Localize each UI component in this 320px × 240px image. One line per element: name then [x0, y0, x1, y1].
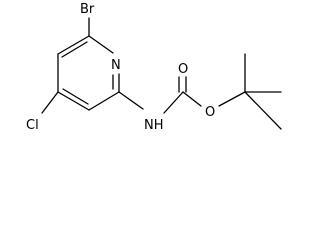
bond-c6-c5-inner [61, 41, 88, 58]
bond-c4-c3-inner [62, 88, 89, 105]
ring-nitrogen-label: N [111, 58, 121, 73]
pyridine-ring [57, 35, 120, 111]
structure-diagram: Br N Cl NH O O [26, 2, 282, 133]
amine-label: NH [144, 118, 164, 133]
ester-oxygen-label: O [205, 105, 215, 120]
chlorine-label: Cl [26, 118, 39, 133]
bond-o-ctert [218, 91, 246, 107]
bond-nh-c [163, 91, 184, 114]
bond-n-c6 [88, 35, 114, 54]
bond-c4-c3 [57, 91, 90, 111]
bond-c2-nh [118, 91, 144, 110]
carbonyl-oxygen-label: O [178, 62, 188, 77]
bond-c6-c5 [57, 35, 90, 55]
bromine-label: Br [80, 2, 95, 17]
bond-c3-c2 [88, 91, 120, 111]
bond-c4-cl [41, 91, 59, 114]
bond-c-o-ester [182, 91, 202, 107]
bond-ctert-me-bottom [244, 91, 282, 130]
